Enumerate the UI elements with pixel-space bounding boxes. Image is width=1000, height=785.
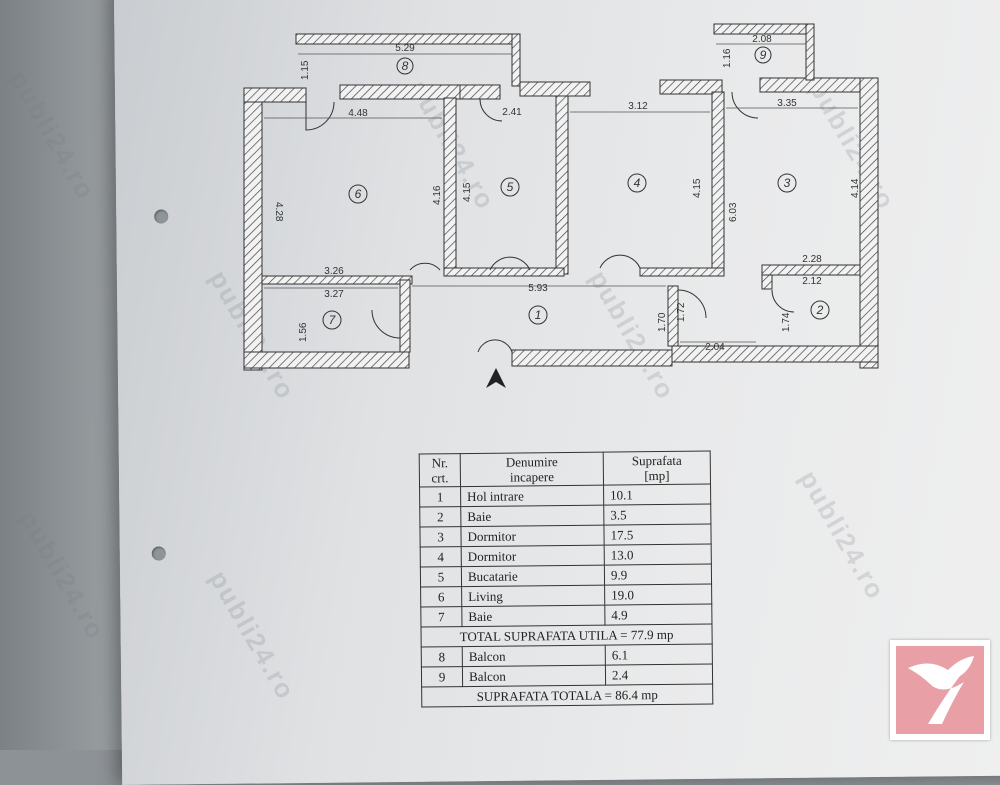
total-row: SUPRAFATA TOTALA = 86.4 mp bbox=[421, 683, 713, 708]
dimension-label: 4.48 bbox=[348, 108, 368, 119]
dimension-label: 1.16 bbox=[722, 48, 733, 68]
dimension-label: 1.15 bbox=[300, 60, 311, 80]
dimension-label: 4.28 bbox=[273, 202, 284, 222]
room-number: 8 bbox=[402, 59, 409, 73]
dimension-label: 4.16 bbox=[432, 185, 443, 205]
room-number: 5 bbox=[507, 180, 514, 194]
dimension-label: 3.26 bbox=[324, 266, 344, 277]
dimension-label: 3.12 bbox=[628, 101, 648, 112]
room-number: 2 bbox=[816, 303, 824, 317]
room-number: 1 bbox=[535, 308, 542, 322]
room-number: 3 bbox=[784, 176, 791, 190]
dimension-labels: 5.29 1.15 2.08 1.16 4.48 2.41 3.12 3.35 … bbox=[264, 34, 861, 353]
dimension-label: 4.15 bbox=[692, 178, 703, 198]
dimension-label: 1.72 bbox=[676, 302, 687, 322]
room-number: 7 bbox=[329, 313, 337, 327]
dimension-label: 1.56 bbox=[298, 322, 309, 342]
column-header-area: Suprafata[mp] bbox=[603, 450, 711, 486]
dimension-label: 2.12 bbox=[802, 276, 822, 287]
walls bbox=[243, 23, 879, 371]
entrance-arrow-icon bbox=[486, 368, 506, 388]
publi24-logo bbox=[890, 640, 990, 740]
dimension-label: 2.04 bbox=[705, 342, 725, 353]
dimension-label: 2.28 bbox=[802, 254, 822, 265]
dimension-label: 1.74 bbox=[781, 312, 792, 332]
dimension-label: 2.08 bbox=[752, 34, 772, 45]
room-number: 9 bbox=[760, 48, 767, 62]
dimension-label: 3.35 bbox=[777, 98, 797, 109]
column-header-nr: Nr.crt. bbox=[419, 453, 461, 488]
dimension-label: 5.93 bbox=[528, 283, 548, 294]
dimension-label: 4.15 bbox=[462, 182, 473, 202]
background-surface bbox=[0, 0, 130, 750]
room-number: 4 bbox=[634, 176, 641, 190]
dimension-label: 6.03 bbox=[728, 202, 739, 222]
dimension-label: 2.41 bbox=[502, 107, 522, 118]
door-swings bbox=[305, 91, 795, 353]
dimension-label: 4.14 bbox=[850, 178, 861, 198]
dimension-label: 3.27 bbox=[324, 289, 344, 300]
dimension-label: 1.70 bbox=[657, 312, 668, 332]
room-number: 6 bbox=[355, 187, 362, 201]
room-labels: 8 9 6 5 4 3 7 1 2 bbox=[322, 46, 830, 330]
dimension-label: 5.29 bbox=[395, 43, 415, 54]
floor-plan: 8 9 6 5 4 3 7 1 2 5.29 1.15 2.08 1.16 4.… bbox=[243, 23, 879, 388]
